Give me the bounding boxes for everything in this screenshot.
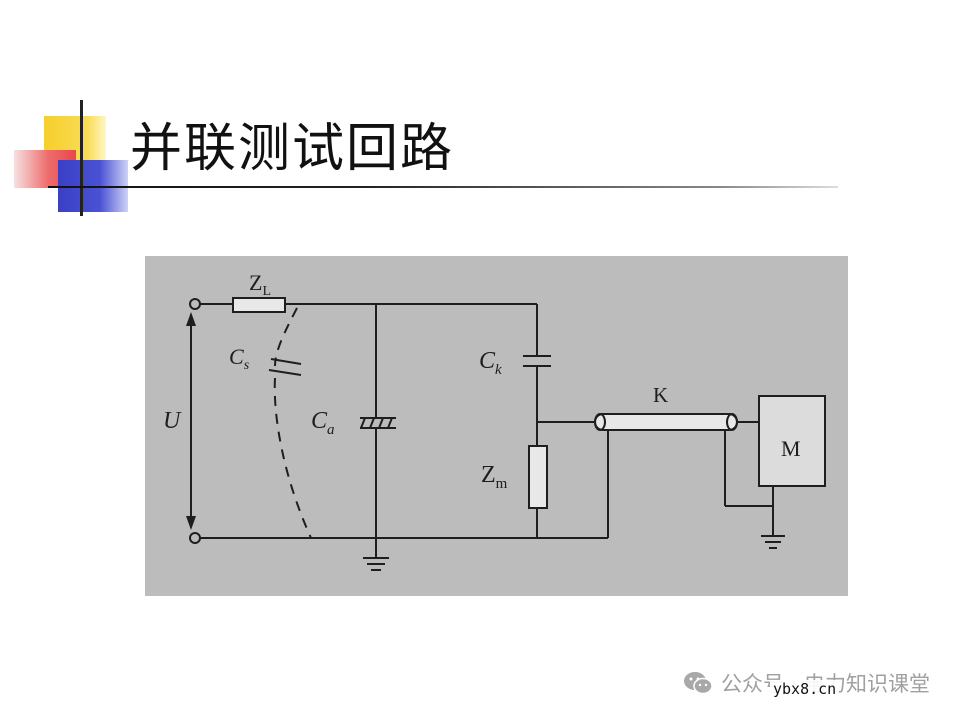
- label-u: U: [163, 408, 182, 434]
- ca-hatch-1: [360, 417, 366, 429]
- voltage-arrow-head-up: [186, 312, 196, 326]
- cs-plate-1: [270, 358, 302, 365]
- label-ca: Ca: [311, 408, 335, 438]
- label-m: M: [781, 436, 801, 461]
- ca-hatch-3: [378, 417, 384, 429]
- cs-dashed-top: [274, 307, 298, 367]
- watermark-text: ybx8.cn: [770, 680, 840, 698]
- title-underline: [48, 186, 838, 188]
- label-zm: Zm: [481, 462, 508, 492]
- decor-vertical-line: [80, 100, 83, 216]
- wechat-icon: [683, 672, 713, 695]
- ca-hatch-4: [387, 417, 393, 429]
- terminal-bottom: [189, 532, 201, 544]
- terminal-top: [189, 298, 201, 310]
- label-ck: Ck: [479, 348, 502, 378]
- circuit-figure: ZL Cs Ca Ck Zm U K M: [145, 256, 848, 596]
- zl-resistor: [232, 297, 286, 313]
- ca-hatch-2: [369, 417, 375, 429]
- circuit-diagram: ZL Cs Ca Ck Zm U K M: [163, 270, 826, 571]
- slide-title: 并联测试回路: [130, 119, 455, 179]
- label-k: K: [653, 383, 668, 407]
- cs-dashed-bottom: [273, 377, 312, 539]
- voltage-arrow-head-down: [186, 516, 196, 530]
- motor-box-m: [758, 395, 826, 487]
- cs-plate-2: [268, 369, 302, 376]
- cable-k: [594, 413, 738, 431]
- label-zl: ZL: [249, 270, 271, 299]
- cable-k-end-left: [594, 413, 606, 431]
- zm-resistor: [528, 445, 548, 509]
- label-cs: Cs: [229, 344, 250, 373]
